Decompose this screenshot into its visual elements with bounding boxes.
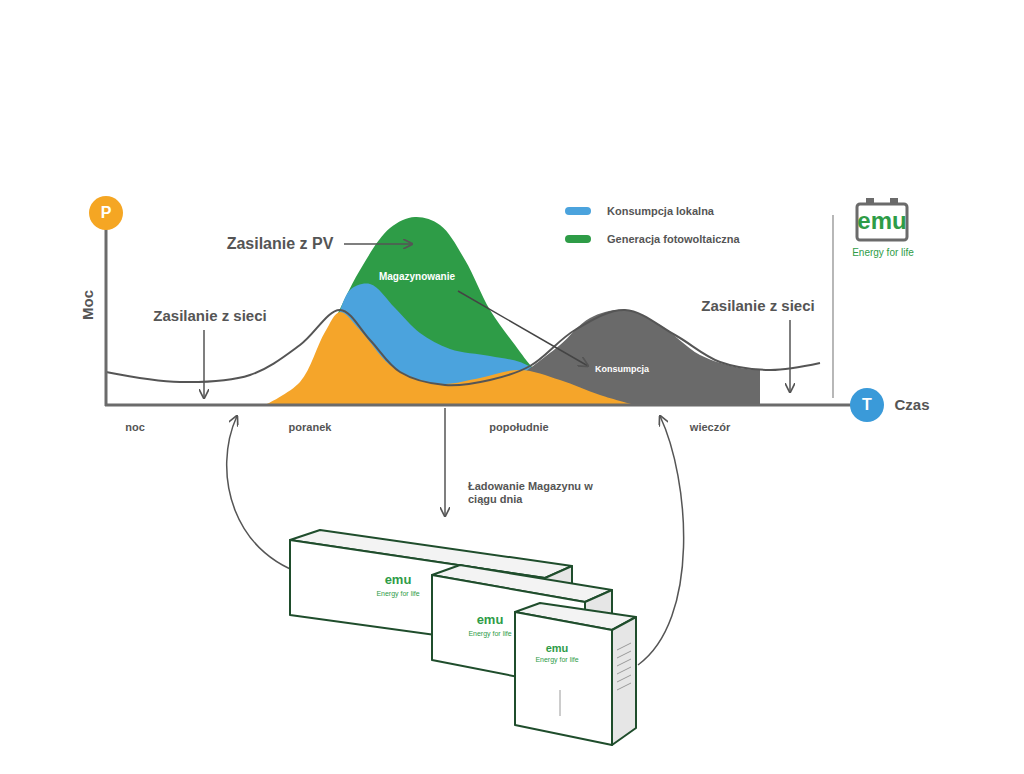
callout-label: Zasilanie z PV (227, 235, 334, 253)
area-label: Konsumpcja (595, 364, 649, 374)
chart-areas (106, 217, 820, 405)
pointer-arrow (789, 320, 791, 392)
area-label: Magazynowanie (379, 271, 455, 283)
storage-containers (290, 530, 636, 745)
process-note: Ładowanie Magazynu w ciągu dnia (468, 480, 593, 505)
time-label: poranek (289, 421, 332, 434)
separator-line (832, 215, 833, 398)
x-axis (105, 404, 851, 407)
legend-row: Generacja fotowoltaiczna (565, 233, 740, 245)
logo-slogan: Energy for life (852, 247, 914, 259)
time-label: popołudnie (489, 421, 548, 434)
logo-text: emu (385, 573, 412, 588)
callout-label: Zasilanie z sieci (701, 297, 814, 314)
axis-letter: P (101, 205, 112, 221)
axis-circle: T (850, 388, 884, 422)
logo-slogan: Energy for life (376, 590, 419, 598)
pointer-arrow (203, 330, 205, 398)
axis-title: Czas (894, 396, 929, 413)
logo-text: emu (477, 613, 504, 628)
logo-text: emu (546, 642, 569, 655)
logo-text: emu (857, 207, 906, 235)
legend-row: Konsumpcja lokalna (565, 205, 714, 217)
legend-swatch (565, 207, 591, 215)
legend-swatch (565, 235, 591, 243)
logo-slogan: Energy for life (468, 630, 511, 638)
pointer-arrow (344, 243, 412, 245)
legend-text: Generacja fotowoltaiczna (607, 233, 740, 245)
logo-icon (857, 198, 907, 240)
callout-label: Zasilanie z sieci (153, 307, 266, 324)
legend-text: Konsumpcja lokalna (607, 205, 714, 217)
time-label: wieczór (690, 421, 730, 434)
pointer-arrow (458, 291, 588, 366)
pv-direct-area (265, 312, 635, 405)
axis-letter: T (862, 397, 872, 413)
y-axis (105, 229, 108, 406)
discharge-arrow (638, 416, 684, 665)
time-label: noc (125, 421, 145, 434)
axis-circle: P (89, 196, 123, 230)
charge-arrow (444, 408, 446, 516)
axis-title: Moc (79, 290, 96, 320)
logo-slogan: Energy for life (535, 656, 578, 664)
